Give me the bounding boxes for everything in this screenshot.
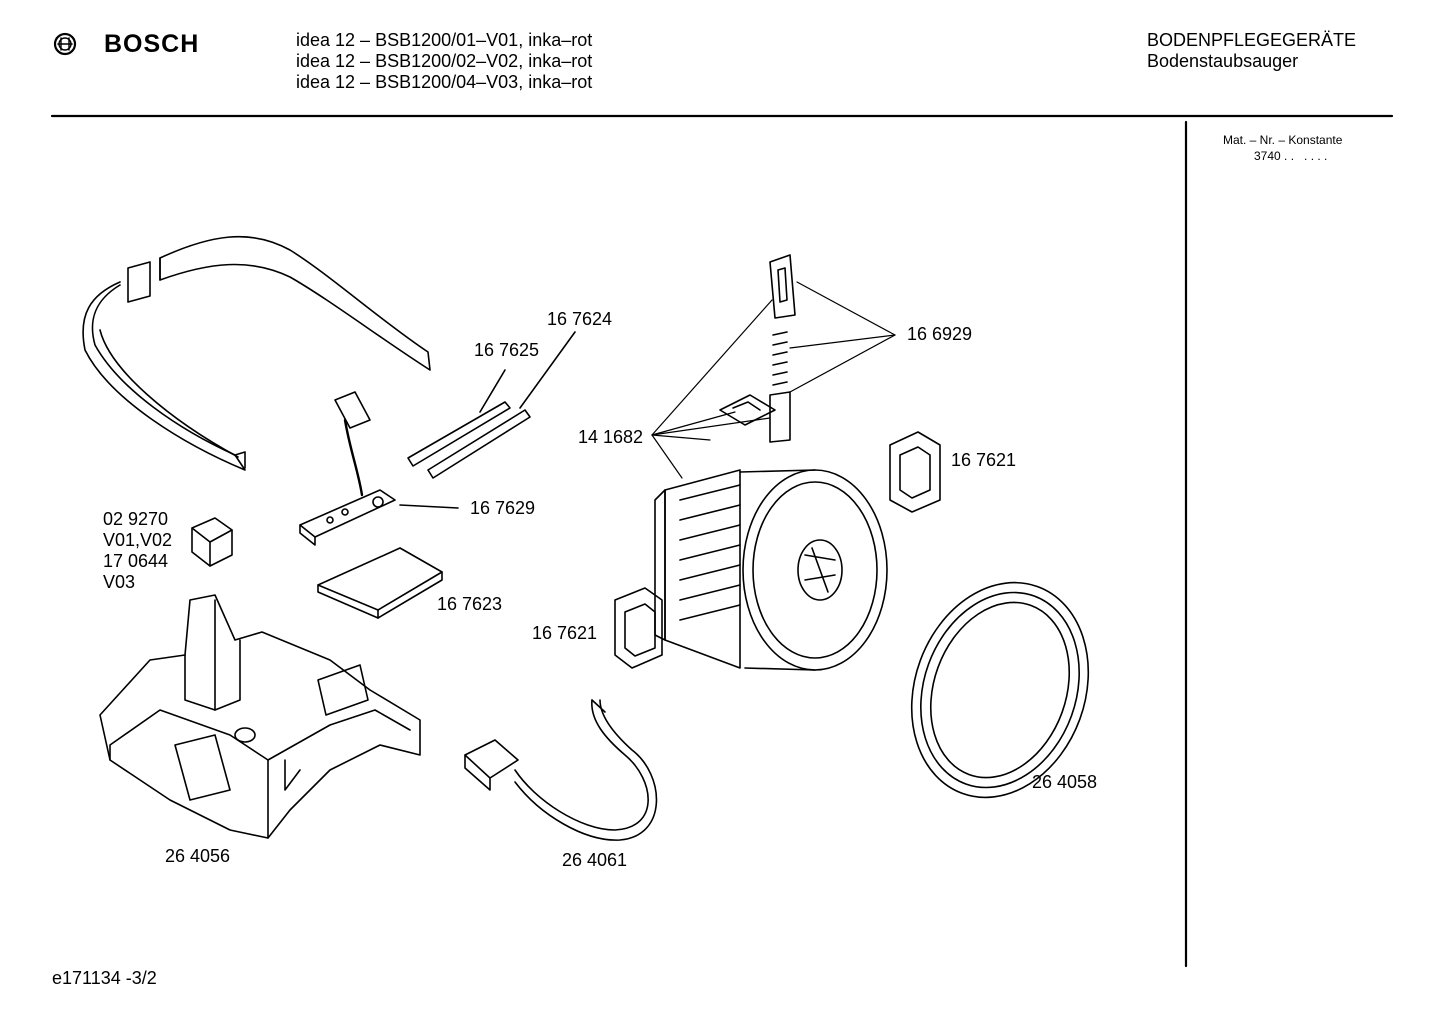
part-label-029270: 02 9270	[103, 509, 169, 529]
part-label-141682: 14 1682	[578, 427, 644, 447]
brush-holder-part	[719, 254, 796, 443]
base-housing-part	[99, 594, 421, 839]
part-label-v03: V03	[103, 572, 136, 592]
part-label-v01-v02: V01,V02	[103, 530, 173, 550]
pcb-board-part	[299, 391, 459, 546]
model-line-2: idea 12 – BSB1200/02–V02, inka–rot	[296, 51, 593, 71]
bosch-logo-icon	[53, 32, 77, 56]
model-line-3: idea 12 – BSB1200/04–V03, inka–rot	[296, 72, 593, 92]
seal-ring-part	[910, 581, 1090, 799]
part-label-264058: 26 4058	[1032, 772, 1098, 792]
mat-nr-label: Mat. – Nr. – Konstante	[1223, 133, 1343, 147]
motor-part	[654, 469, 888, 671]
category-title: BODENPFLEGEGERÄTE	[1147, 30, 1357, 50]
power-cord-part	[464, 699, 658, 841]
leader-lines	[651, 281, 896, 479]
part-label-167621-upper: 16 7621	[951, 450, 1017, 470]
brand-name: BOSCH	[104, 30, 200, 58]
part-label-264061: 26 4061	[562, 850, 628, 870]
bracket-part-lower	[614, 587, 663, 669]
document-id: e171134 -3/2	[52, 968, 157, 988]
part-label-166929: 16 6929	[907, 324, 973, 344]
part-label-167625: 16 7625	[474, 340, 540, 360]
part-label-167623: 16 7623	[437, 594, 503, 614]
mat-nr-value: 3740 . . . . . .	[1254, 149, 1328, 163]
bracket-part-upper	[889, 431, 941, 513]
part-label-264056: 26 4056	[165, 846, 231, 866]
switch-part	[191, 517, 233, 567]
part-label-167629: 16 7629	[470, 498, 536, 518]
part-label-167624: 16 7624	[547, 309, 613, 329]
model-line-1: idea 12 – BSB1200/01–V01, inka–rot	[296, 30, 593, 50]
subcategory-title: Bodenstaubsauger	[1147, 51, 1299, 71]
bumper-strip-part	[82, 235, 431, 471]
part-label-170644: 17 0644	[103, 551, 169, 571]
part-label-167621-lower: 16 7621	[532, 623, 598, 643]
cover-plate-part	[317, 547, 443, 619]
rod-parts	[407, 331, 576, 479]
